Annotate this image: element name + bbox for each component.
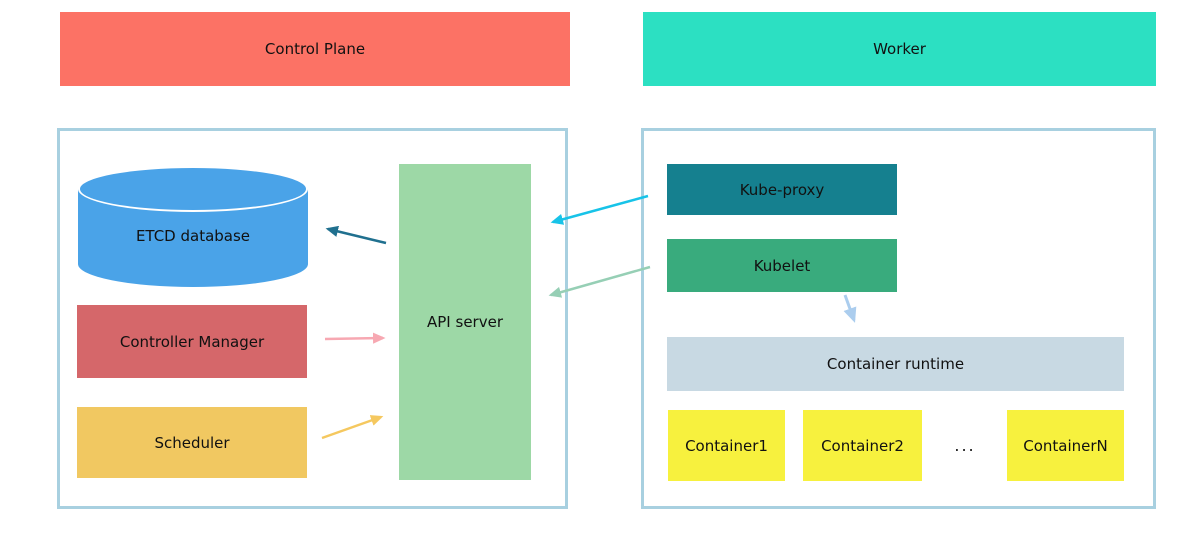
api-server-label: API server (427, 313, 503, 331)
control-plane-banner-label: Control Plane (264, 40, 366, 58)
control-plane-banner: Control Plane (60, 12, 570, 86)
controller-manager-label: Controller Manager (119, 332, 265, 351)
container-n-label: ContainerN (1023, 436, 1108, 455)
container-runtime-box: Container runtime (667, 337, 1124, 391)
worker-banner: Worker (643, 12, 1156, 86)
scheduler-box: Scheduler (77, 407, 307, 478)
container-1-box: Container1 (668, 410, 785, 481)
container-runtime-label: Container runtime (826, 355, 965, 373)
scheduler-label: Scheduler (154, 433, 230, 452)
container-n-box: ContainerN (1007, 410, 1124, 481)
kubelet-label: Kubelet (753, 256, 811, 275)
kube-proxy-label: Kube-proxy (739, 180, 825, 199)
containers-ellipsis: ... (954, 435, 976, 455)
container-2-label: Container2 (821, 436, 904, 455)
container-2-box: Container2 (803, 410, 922, 481)
worker-banner-label: Worker (873, 40, 926, 58)
kubelet-box: Kubelet (667, 239, 897, 292)
kube-proxy-box: Kube-proxy (667, 164, 897, 215)
etcd-database-cylinder: ETCD database (78, 166, 308, 287)
api-server-box: API server (399, 164, 531, 480)
etcd-cylinder-top (78, 166, 308, 212)
controller-manager-box: Controller Manager (77, 305, 307, 378)
container-1-label: Container1 (685, 436, 768, 455)
etcd-database-label: ETCD database (135, 227, 251, 245)
